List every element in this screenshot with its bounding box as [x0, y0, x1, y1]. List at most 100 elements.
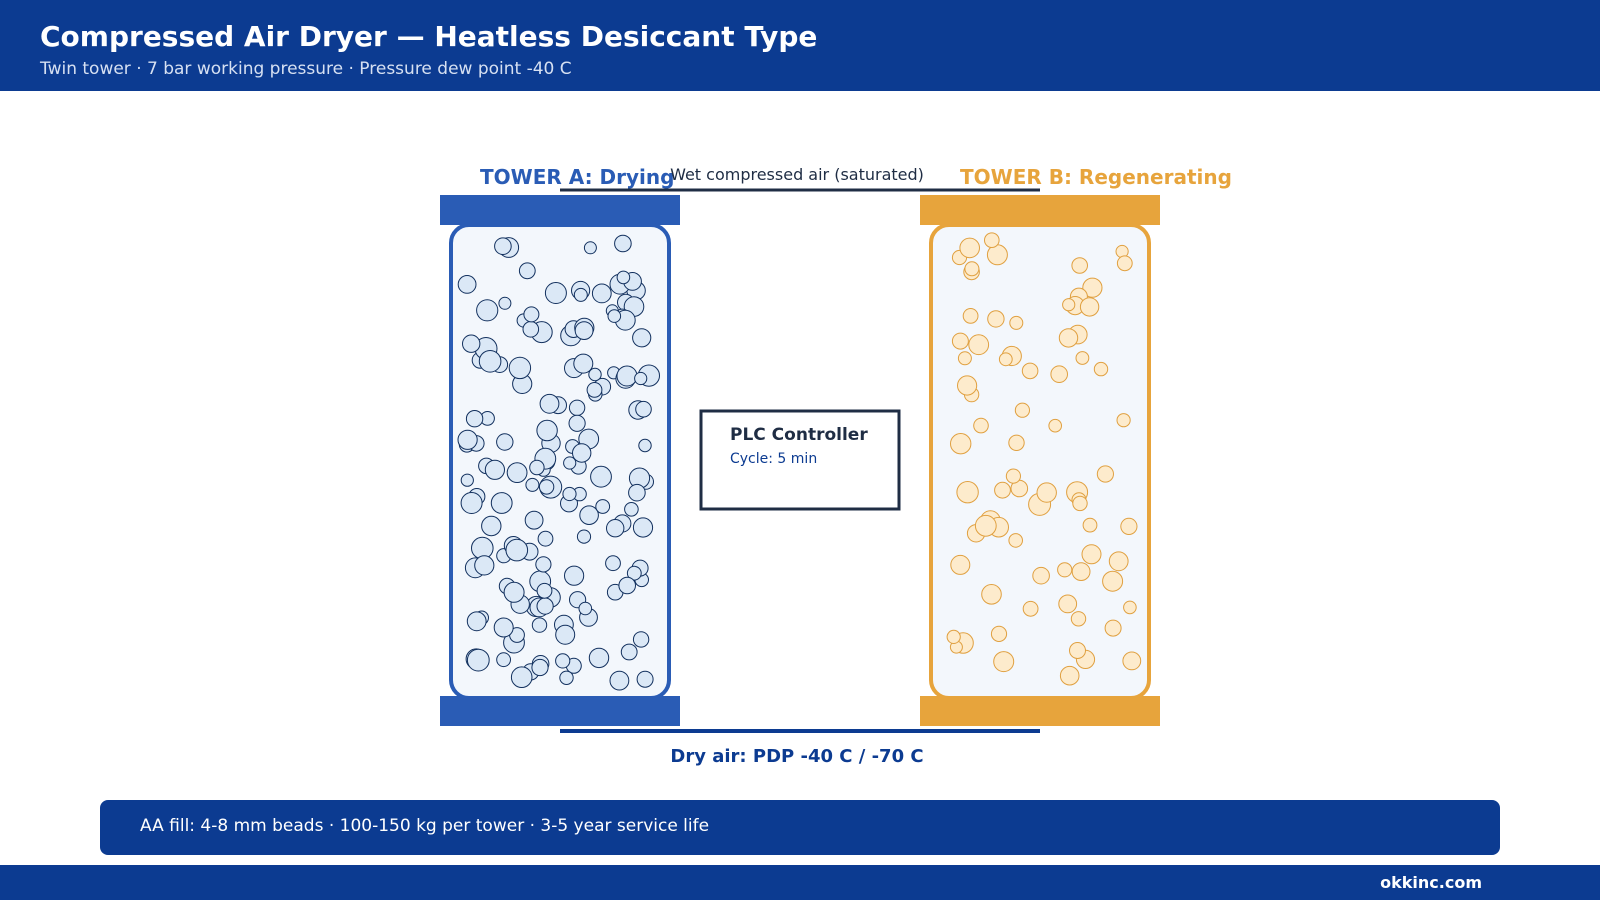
desiccant-bead: [620, 643, 638, 661]
outlet-label: Dry air: PDP -40 C / -70 C: [670, 746, 923, 767]
desiccant-bead: [624, 502, 639, 517]
desiccant-bead: [490, 492, 513, 514]
tower-b-desiccant-beads: [946, 232, 1142, 686]
desiccant-bead: [568, 399, 586, 416]
desiccant-bead: [1082, 517, 1098, 533]
tower-b-label: TOWER B: Regenerating: [960, 165, 1232, 189]
desiccant-bead: [476, 299, 499, 322]
desiccant-bead: [607, 309, 622, 323]
desiccant-bead: [510, 666, 533, 689]
desiccant-bead: [531, 658, 549, 677]
desiccant-bead: [583, 241, 597, 255]
desiccant-bead: [544, 282, 567, 304]
desiccant-bead: [632, 328, 652, 348]
desiccant-bead: [538, 479, 555, 495]
desiccant-bead: [1050, 365, 1068, 384]
desiccant-bead: [1123, 600, 1137, 615]
desiccant-bead: [586, 382, 603, 398]
desiccant-bead: [535, 556, 552, 573]
desiccant-bead: [1069, 642, 1086, 659]
header-banner: Compressed Air Dryer — Heatless Desiccan…: [0, 0, 1600, 91]
desiccant-bead: [1082, 277, 1103, 298]
desiccant-bead: [632, 631, 650, 648]
desiccant-bead: [1062, 298, 1076, 312]
desiccant-bead: [508, 356, 532, 380]
desiccant-bead: [950, 433, 972, 455]
desiccant-bead: [498, 296, 512, 310]
desiccant-bead: [484, 459, 505, 480]
desiccant-bead: [559, 670, 574, 685]
desiccant-bead: [588, 647, 610, 669]
tower-a-bottom-cap: [440, 696, 680, 726]
desiccant-bead: [1071, 562, 1091, 581]
desiccant-bead: [1032, 566, 1050, 585]
desiccant-bead: [968, 334, 990, 356]
page-subtitle: Twin tower · 7 bar working pressure · Pr…: [40, 59, 572, 79]
inlet-label: Wet compressed air (saturated): [670, 165, 924, 184]
desiccant-bead: [1009, 315, 1024, 330]
desiccant-bead: [595, 499, 611, 514]
desiccant-bead: [605, 555, 621, 572]
desiccant-bead: [974, 514, 997, 537]
desiccant-bead: [632, 517, 654, 538]
desiccant-bead: [536, 419, 558, 442]
desiccant-bead: [626, 565, 642, 581]
tower-a: [440, 195, 680, 726]
desiccant-bead: [638, 438, 652, 453]
desiccant-bead: [466, 611, 487, 632]
desiccant-bead: [1014, 402, 1031, 418]
desiccant-bead: [496, 652, 512, 668]
desiccant-bead: [1072, 495, 1088, 512]
desiccant-bead: [1057, 562, 1073, 578]
desiccant-bead: [505, 538, 529, 562]
desiccant-bead: [1093, 361, 1109, 377]
desiccant-bead: [579, 505, 599, 526]
desiccant-bead: [606, 519, 625, 538]
desiccant-bead: [457, 275, 477, 294]
tower-a-top-cap: [440, 195, 680, 225]
desiccant-bead: [524, 510, 544, 530]
desiccant-bead: [572, 443, 592, 463]
desiccant-bead: [616, 365, 638, 387]
desiccant-bead: [573, 287, 588, 302]
footer-brand: okkinc.com: [1380, 873, 1482, 892]
desiccant-bead: [1005, 468, 1022, 484]
desiccant-bead: [1081, 544, 1102, 565]
tower-a-desiccant-beads: [457, 234, 661, 691]
desiccant-bead: [634, 371, 648, 386]
desiccant-bead: [523, 306, 540, 323]
desiccant-bead: [1058, 594, 1078, 614]
desiccant-bead: [590, 465, 612, 488]
desiccant-bead: [1096, 465, 1115, 483]
desiccant-bead: [962, 308, 979, 324]
desiccant-bead: [474, 555, 495, 576]
tower-b: [920, 195, 1160, 726]
desiccant-bead: [1075, 351, 1090, 365]
tower-a-label: TOWER A: Drying: [480, 165, 674, 189]
desiccant-bead: [591, 283, 612, 304]
desiccant-bead: [1122, 651, 1142, 671]
desiccant-bead: [555, 624, 576, 645]
desiccant-bead: [1059, 665, 1080, 686]
desiccant-bead: [609, 670, 630, 691]
desiccant-bead: [562, 486, 577, 502]
info-bar: AA fill: 4-8 mm beads · 100-150 kg per t…: [100, 800, 1500, 855]
desiccant-bead: [525, 477, 540, 492]
desiccant-bead: [614, 234, 632, 253]
desiccant-bead: [1102, 570, 1124, 592]
desiccant-bead: [1079, 297, 1100, 317]
desiccant-bead: [964, 261, 980, 277]
desiccant-bead: [959, 237, 981, 259]
desiccant-bead: [956, 481, 979, 504]
desiccant-bead: [506, 462, 528, 484]
desiccant-bead: [494, 237, 512, 255]
desiccant-bead: [503, 581, 525, 603]
desiccant-bead: [618, 576, 637, 595]
desiccant-bead: [576, 529, 592, 544]
desiccant-bead: [529, 459, 545, 476]
desiccant-bead: [616, 270, 631, 285]
desiccant-bead: [1116, 413, 1131, 428]
dryer-diagram: TOWER A: Drying TOWER B: Regenerating We…: [440, 165, 1232, 767]
desiccant-bead: [568, 414, 586, 432]
